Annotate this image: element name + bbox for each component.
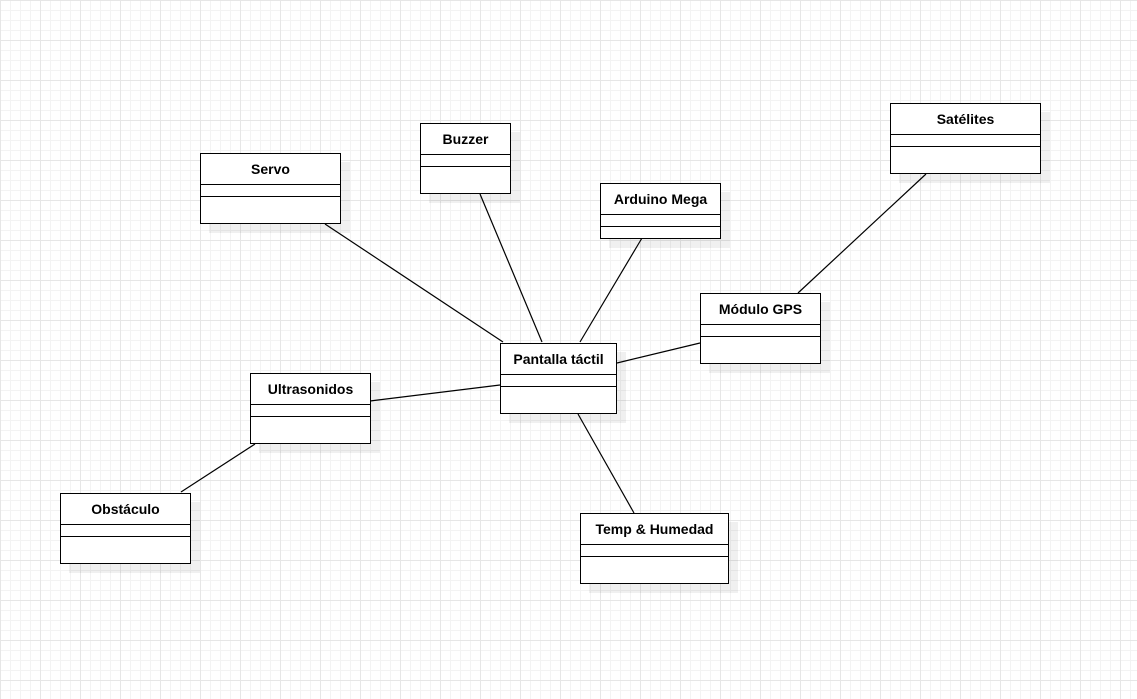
association-gps-pantalla[interactable] (616, 342, 701, 364)
class-arduino-mega-attributes (601, 215, 720, 227)
class-buzzer-name: Buzzer (421, 124, 510, 155)
class-obstaculo-attributes (61, 525, 190, 537)
class-ultrasonidos-name: Ultrasonidos (251, 374, 370, 405)
association-servo-pantalla[interactable] (324, 223, 504, 343)
class-servo[interactable]: Servo (200, 153, 341, 224)
class-arduino-mega[interactable]: Arduino Mega (600, 183, 721, 239)
class-pantalla-tactil-attributes (501, 375, 616, 387)
association-ultrasonidos-pantalla[interactable] (369, 384, 501, 402)
association-temp-pantalla[interactable] (577, 413, 635, 514)
class-temp-humedad-attributes (581, 545, 728, 557)
class-ultrasonidos-attributes (251, 405, 370, 417)
class-satelites-attributes (891, 135, 1040, 147)
association-buzzer-pantalla[interactable] (479, 193, 543, 343)
class-ultrasonidos[interactable]: Ultrasonidos (250, 373, 371, 444)
class-buzzer[interactable]: Buzzer (420, 123, 511, 194)
class-modulo-gps-name: Módulo GPS (701, 294, 820, 325)
class-modulo-gps[interactable]: Módulo GPS (700, 293, 821, 364)
association-arduino-pantalla[interactable] (579, 237, 643, 343)
class-satelites[interactable]: Satélites (890, 103, 1041, 174)
class-obstaculo-name: Obstáculo (61, 494, 190, 525)
class-arduino-mega-name: Arduino Mega (601, 184, 720, 215)
class-obstaculo[interactable]: Obstáculo (60, 493, 191, 564)
class-pantalla-tactil[interactable]: Pantalla táctil (500, 343, 617, 414)
class-servo-attributes (201, 185, 340, 197)
class-pantalla-tactil-name: Pantalla táctil (501, 344, 616, 375)
class-modulo-gps-attributes (701, 325, 820, 337)
class-temp-humedad[interactable]: Temp & Humedad (580, 513, 729, 584)
association-obstaculo-ultrasonidos[interactable] (180, 443, 256, 493)
class-temp-humedad-name: Temp & Humedad (581, 514, 728, 545)
association-satelites-gps[interactable] (797, 173, 927, 294)
class-satelites-name: Satélites (891, 104, 1040, 135)
class-buzzer-attributes (421, 155, 510, 167)
class-servo-name: Servo (201, 154, 340, 185)
